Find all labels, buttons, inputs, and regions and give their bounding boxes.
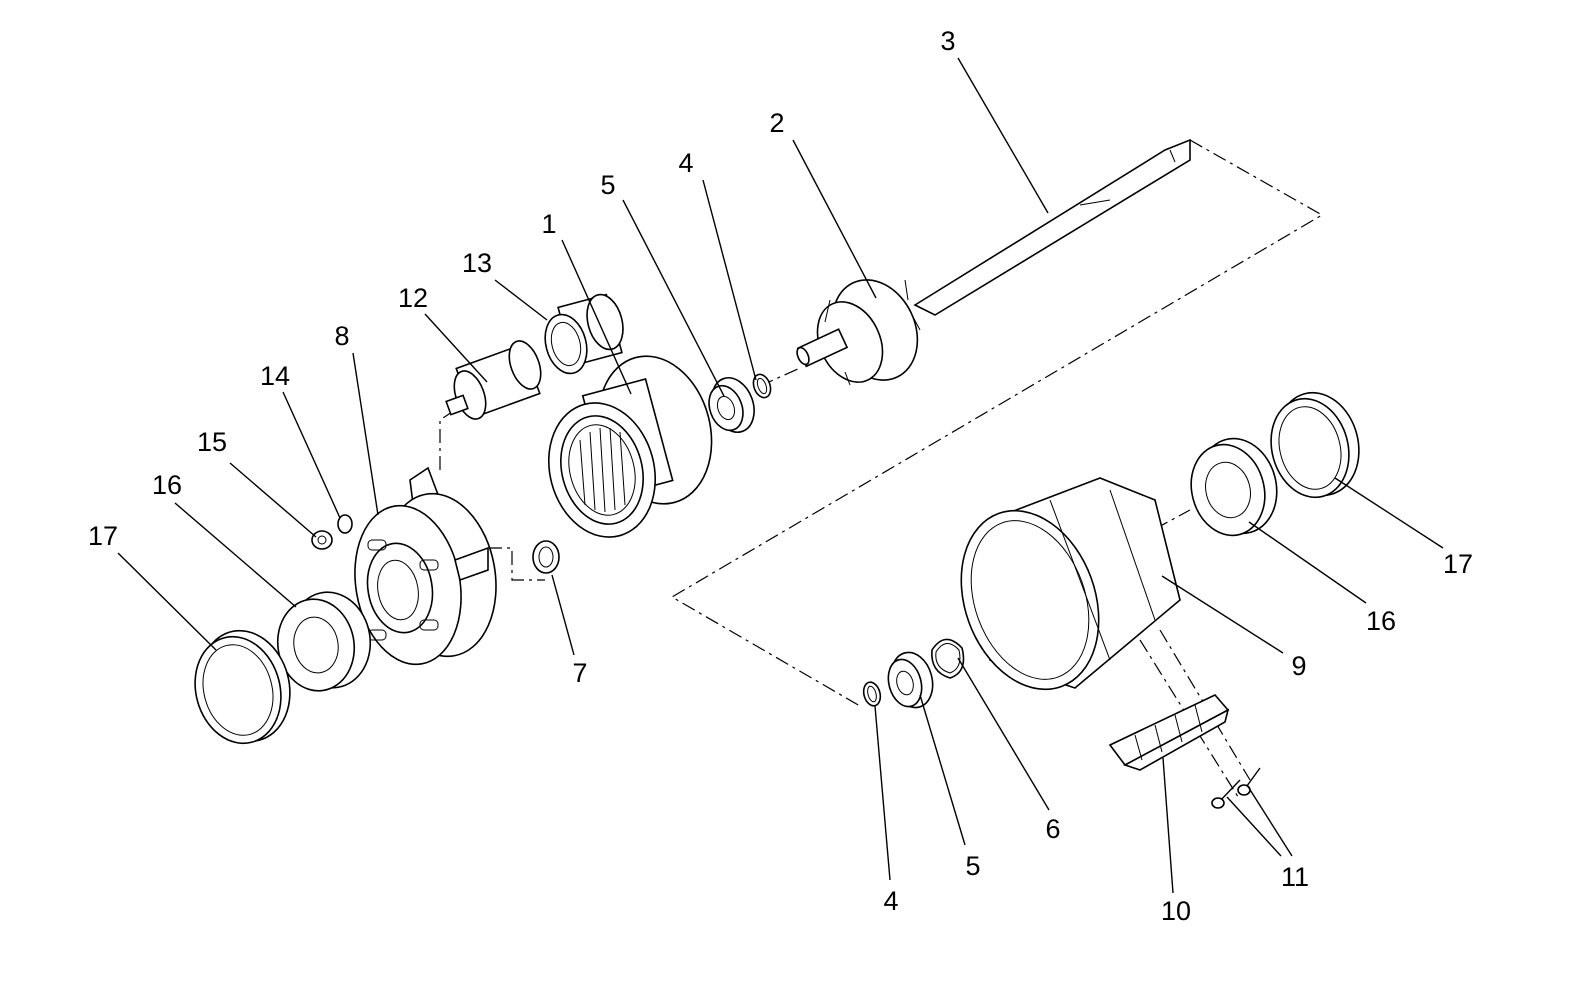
housing-part-9 (960, 477, 1181, 691)
label-part-1: 1 (541, 209, 556, 239)
label-part-12: 12 (398, 283, 428, 313)
snap-ring-part-4-lower (862, 681, 882, 707)
screws-part-11 (1211, 767, 1261, 809)
end-shield-part-8 (354, 466, 497, 666)
ring-holder-part-16-right (1190, 437, 1278, 537)
terminal-block-part-10 (1108, 694, 1230, 771)
leader-lines (117, 57, 1444, 894)
label-part-15: 15 (197, 427, 227, 457)
capacitor-part-12 (445, 340, 542, 420)
label-part-16-right: 16 (1366, 606, 1396, 636)
clamp-ring-part-17-right (1270, 391, 1360, 499)
label-part-9: 9 (1291, 651, 1306, 681)
label-part-2: 2 (769, 108, 784, 138)
nut-part-15 (311, 530, 333, 550)
ring-holder-part-16-left (276, 591, 372, 692)
label-part-5-lower: 5 (965, 851, 980, 881)
part-labels: 3 2 4 5 1 13 12 8 14 15 16 17 7 9 16 17 … (88, 26, 1473, 926)
bearing-part-5-lower (887, 651, 934, 709)
bearing-part-5-upper (708, 377, 755, 433)
label-part-8: 8 (334, 321, 349, 351)
label-part-4-upper: 4 (678, 148, 693, 178)
label-part-5-upper: 5 (600, 170, 615, 200)
label-part-4-lower: 4 (883, 886, 898, 916)
gasket-part-6 (931, 638, 965, 679)
stator-part-1 (547, 355, 713, 538)
label-part-16-left: 16 (152, 470, 182, 500)
label-part-3: 3 (940, 26, 955, 56)
washer-part-14 (337, 514, 353, 534)
clip-part-7 (532, 540, 560, 574)
bushing-part-13 (544, 293, 624, 375)
label-part-6: 6 (1045, 814, 1060, 844)
clamp-ring-part-17-left (194, 629, 291, 745)
label-part-11: 11 (1281, 862, 1309, 892)
label-part-17-right: 17 (1443, 549, 1473, 579)
shaft-part-3 (913, 138, 1191, 316)
label-part-7: 7 (572, 658, 587, 688)
label-part-17-left: 17 (88, 521, 118, 551)
label-part-13: 13 (462, 248, 492, 278)
label-part-10: 10 (1161, 896, 1191, 926)
label-part-14: 14 (260, 361, 290, 391)
rotor-hub-part-2 (796, 279, 921, 386)
snap-ring-part-4-upper (752, 373, 772, 399)
